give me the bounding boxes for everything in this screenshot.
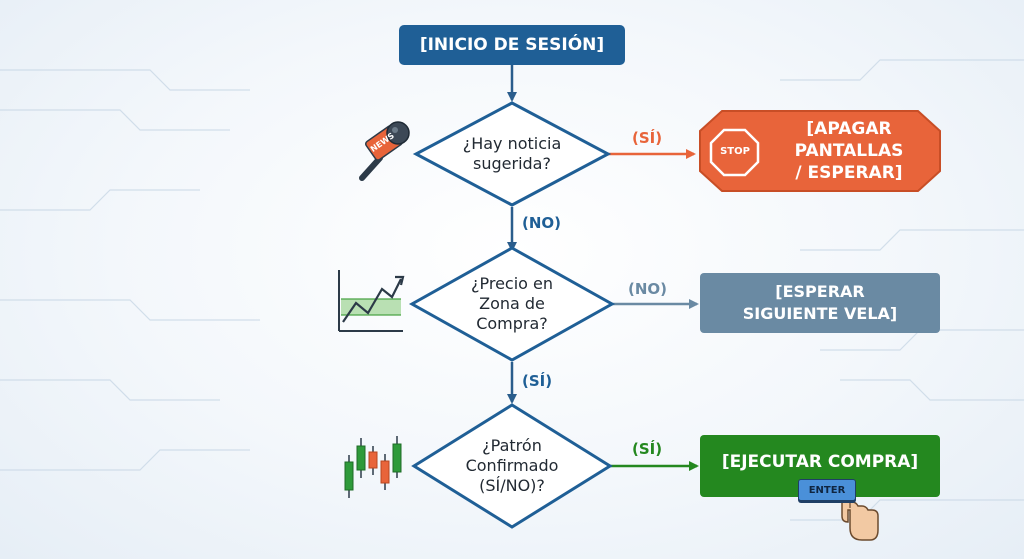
wait-box-line1: [ESPERAR: [775, 282, 865, 301]
buy-box-label: [EJECUTAR COMPRA]: [721, 452, 919, 472]
edge-label-d2-no: (NO): [628, 280, 668, 298]
edge-label-d3-yes: (SÍ): [632, 440, 663, 458]
stop-sign-icon: [709, 128, 760, 177]
decision-pattern-text: ¿Patrón Confirmado (SÍ/NO)?: [432, 434, 592, 498]
enter-key-label: ENTER: [808, 484, 846, 496]
decision-diamond-pattern: [411, 403, 613, 529]
stop-box-line3: / ESPERAR]: [795, 163, 903, 183]
decision-price-line1: ¿Precio en: [470, 274, 554, 293]
edge-label-d2-yes: (SÍ): [522, 372, 553, 390]
stop-box-line1: [APAGAR: [806, 119, 892, 139]
edge-label-d1-yes: (SÍ): [632, 129, 663, 147]
stop-box: [APAGAR PANTALLAS / ESPERAR]: [760, 115, 938, 187]
wait-box-line2: SIGUIENTE VELA]: [742, 304, 898, 323]
decision-pattern-line3: (SÍ/NO)?: [479, 476, 545, 495]
decision-diamond-news: [412, 101, 612, 207]
decision-news-text: ¿Hay noticia sugerida?: [432, 128, 592, 180]
decision-news-line2: sugerida?: [473, 154, 551, 173]
decision-pattern-line1: ¿Patrón: [482, 436, 542, 455]
decision-price-line2: Zona de: [479, 294, 545, 313]
stop-box-shape: [699, 110, 941, 192]
decision-diamond-price: [408, 246, 616, 362]
enter-key-icon: ENTER: [798, 479, 856, 501]
decision-price-line3: Compra?: [476, 314, 548, 333]
start-label: [INICIO DE SESIÓN]: [419, 35, 605, 55]
decision-price-text: ¿Precio en Zona de Compra?: [432, 272, 592, 336]
price-chart-icon: [338, 270, 405, 332]
start-box: [INICIO DE SESIÓN]: [399, 25, 625, 65]
stop-box-line2: PANTALLAS: [794, 141, 904, 161]
decision-pattern-line2: Confirmado: [465, 456, 559, 475]
stop-sign-label: STOP: [720, 146, 750, 157]
wait-box: [ESPERAR SIGUIENTE VELA]: [700, 273, 940, 333]
microphone-icon: [359, 121, 410, 181]
edge-label-d1-no: (NO): [522, 214, 562, 232]
candlestick-icon: [344, 436, 402, 498]
decision-news-line1: ¿Hay noticia: [462, 134, 562, 153]
